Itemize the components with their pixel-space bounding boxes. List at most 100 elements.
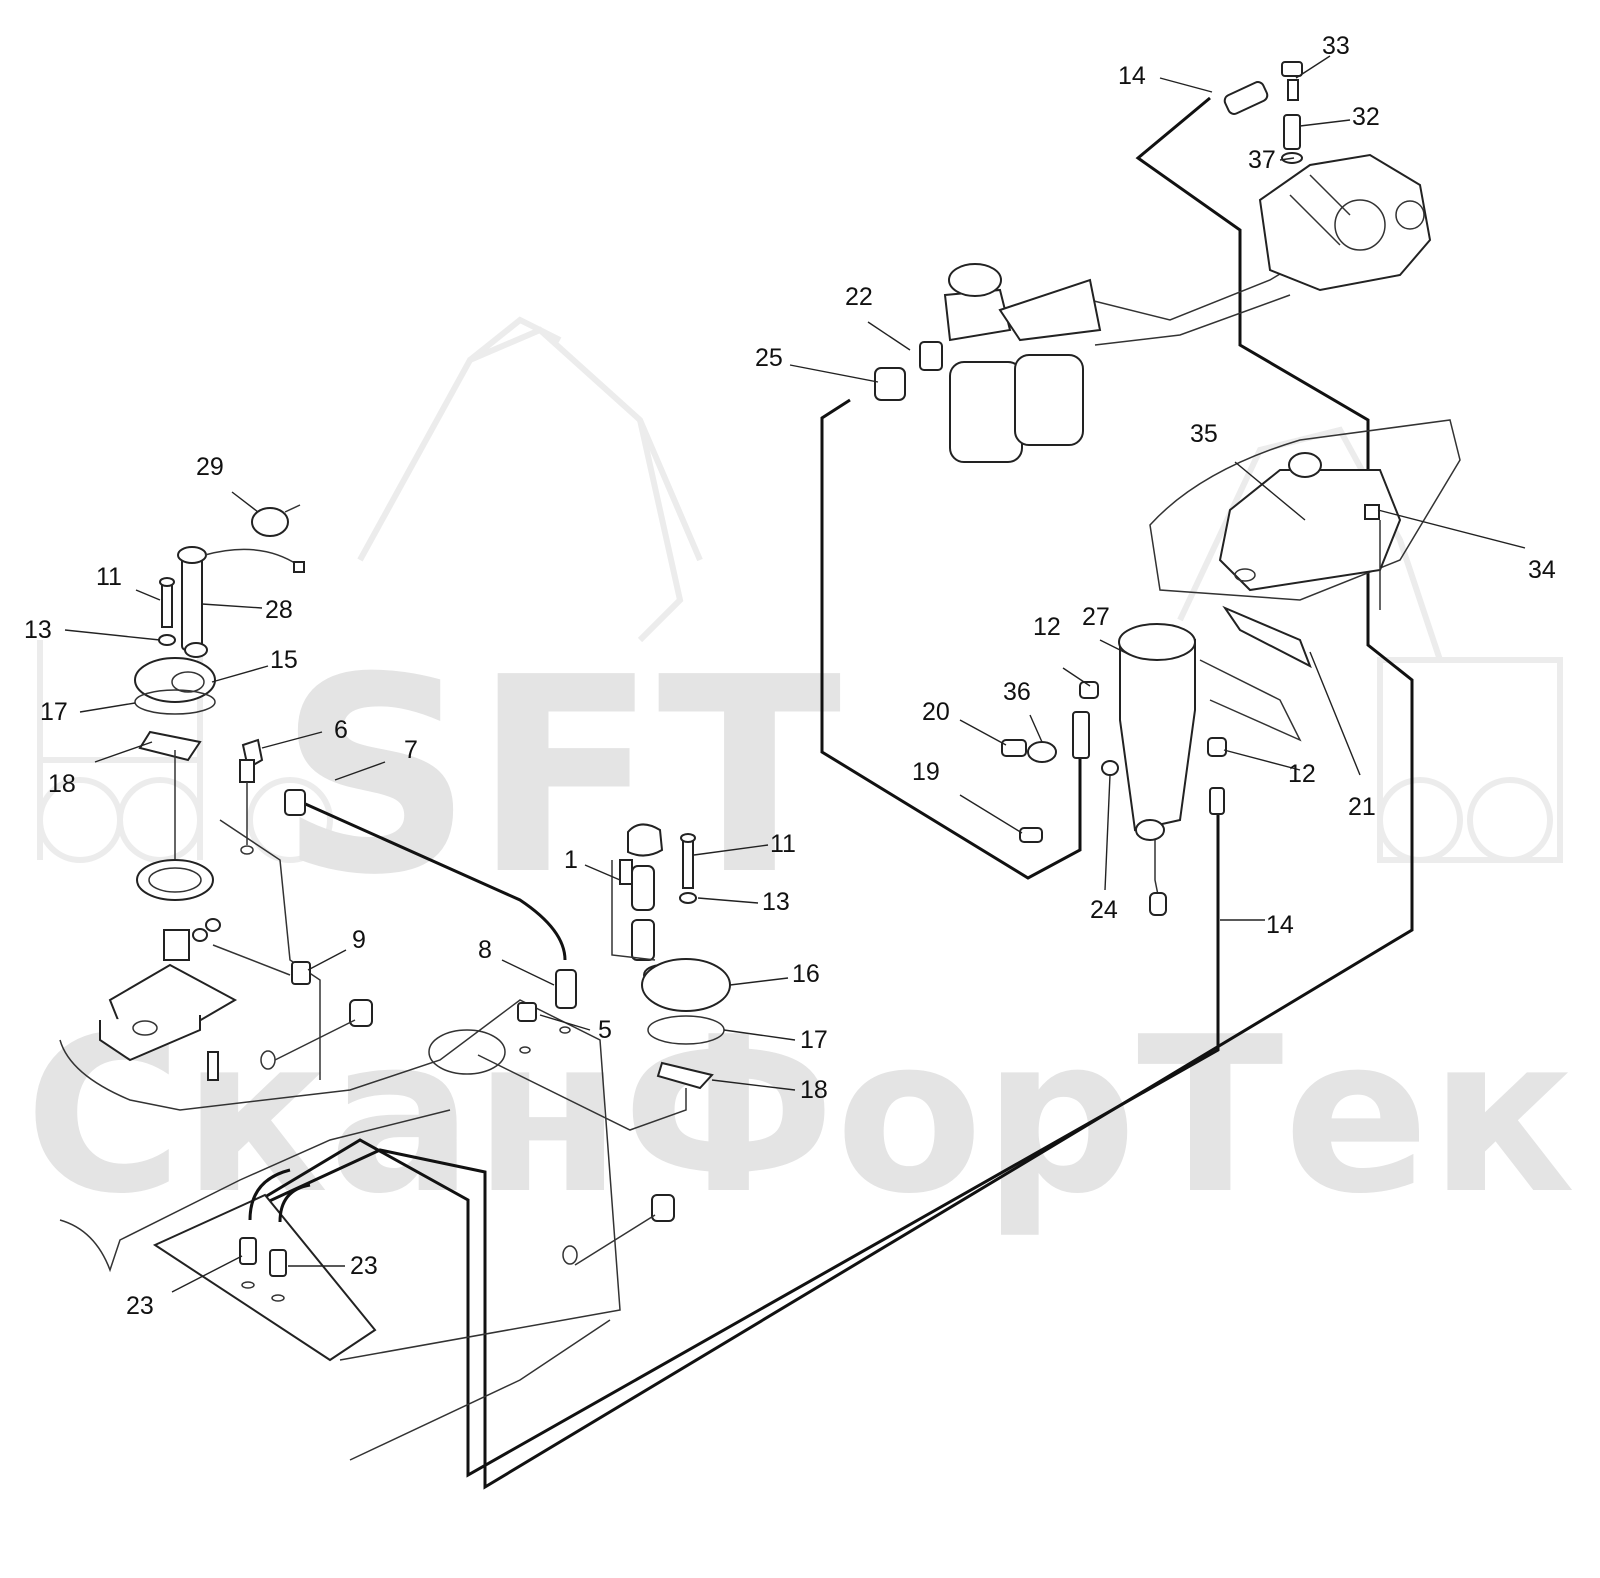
- outlet-fittings-23: [152, 1168, 377, 1362]
- separator-cap-27: [1118, 623, 1196, 661]
- callout-17-center: 17: [800, 1026, 828, 1054]
- hose-clamp-29: [251, 507, 289, 537]
- callout-32: 32: [1352, 103, 1380, 131]
- primary-fuel-filter: [874, 263, 1102, 463]
- callout-13-left: 13: [24, 616, 52, 644]
- callout-22: 22: [845, 283, 873, 311]
- hose-end-7: [284, 789, 306, 816]
- elbow-12-right: [1207, 737, 1227, 757]
- banjo-33: [1281, 61, 1303, 77]
- washer-13-center: [679, 892, 697, 904]
- callout-13-center: 13: [762, 888, 790, 916]
- callout-8: 8: [478, 936, 492, 964]
- bolt-11-left: [161, 581, 173, 628]
- adapter-8: [555, 969, 577, 1009]
- engine-bracket-area: [1149, 419, 1461, 742]
- callout-14-lower: 14: [1266, 911, 1294, 939]
- callout-33: 33: [1322, 32, 1350, 60]
- callout-20: 20: [922, 698, 950, 726]
- callout-24: 24: [1090, 896, 1118, 924]
- fuel-line-25: [820, 398, 1082, 880]
- callout-9: 9: [352, 926, 366, 954]
- filter-canister-right: [1014, 354, 1084, 446]
- callout-29: 29: [196, 453, 224, 481]
- callout-11-center: 11: [770, 830, 796, 858]
- cover-plate-16: [641, 958, 731, 1012]
- callout-23-left: 23: [126, 1292, 154, 1320]
- callout-28: 28: [265, 596, 293, 624]
- bolt-11-center: [682, 837, 694, 889]
- water-separator: [1001, 623, 1227, 916]
- hose-end-14-top: [1223, 81, 1269, 115]
- callout-17-left: 17: [40, 698, 68, 726]
- tank-filler-opening: [428, 1029, 506, 1075]
- callout-19: 19: [912, 758, 940, 786]
- callout-27: 27: [1082, 603, 1110, 631]
- callout-25: 25: [755, 344, 783, 372]
- sender-connector: [293, 561, 305, 573]
- watermark: SFT СканФорТек: [25, 316, 1576, 1241]
- callout-5: 5: [598, 1016, 612, 1044]
- fitting-23-right: [269, 1249, 287, 1277]
- fuel-sender-assembly: [134, 504, 305, 901]
- fuel-level-sender-28: [181, 554, 203, 651]
- callout-12-lower: 12: [1288, 760, 1316, 788]
- fuel-line-14-return: [249, 96, 1414, 1490]
- clip-34: [1364, 504, 1380, 520]
- callout-16: 16: [792, 960, 820, 988]
- hose-7: [291, 796, 567, 961]
- fitting-22: [919, 341, 943, 371]
- gasket-18-center: [656, 1061, 714, 1090]
- drain-plug-lower: [651, 1194, 675, 1222]
- watermark-logo: SFT: [278, 619, 843, 934]
- bracket-plate: [163, 929, 190, 961]
- injection-pump: [1223, 61, 1432, 292]
- callout-37: 37: [1248, 146, 1276, 174]
- gasket-18-left: [138, 730, 202, 762]
- callout-7: 7: [404, 736, 418, 764]
- water-separator-body: [1119, 639, 1196, 832]
- callout-18-left: 18: [48, 770, 76, 798]
- callout-6: 6: [334, 716, 348, 744]
- drain-sensor: [1149, 892, 1167, 916]
- callout-12-upper: 12: [1033, 613, 1061, 641]
- callout-1: 1: [564, 846, 578, 874]
- filter-canister-left: [949, 361, 1023, 463]
- watermark-company-name: СканФорТек: [25, 990, 1576, 1241]
- fitting-23-left: [239, 1237, 257, 1265]
- bolt-19: [1019, 827, 1043, 843]
- washer-24: [1101, 760, 1119, 776]
- fitting-5: [517, 1002, 537, 1022]
- elbow-12-left: [1079, 681, 1099, 699]
- callout-14-top: 14: [1118, 62, 1146, 90]
- filter-bleed-screw: [948, 263, 1002, 297]
- callout-labels: 14 33 32 37 22 25 35 34 12 27 36 20 19 2…: [24, 32, 1556, 1320]
- callout-35: 35: [1190, 420, 1218, 448]
- hose-end-25: [874, 367, 906, 401]
- filler-cap-1: [627, 823, 664, 857]
- filter-head: [998, 278, 1102, 342]
- callout-18-center: 18: [800, 1076, 828, 1104]
- tank-fittings: [192, 738, 675, 1266]
- callout-15: 15: [270, 646, 298, 674]
- callout-23-right: 23: [350, 1252, 378, 1280]
- fuel-tank: [59, 819, 621, 1461]
- callout-11-left: 11: [96, 563, 122, 591]
- drain-plug: [349, 999, 373, 1027]
- expansion-tank-35: [1218, 469, 1402, 592]
- o-ring-17-left: [134, 689, 216, 715]
- clamp-36: [1027, 741, 1057, 763]
- hose-end-12-left: [1072, 711, 1090, 759]
- callout-36: 36: [1003, 678, 1031, 706]
- spacer-32: [1283, 114, 1301, 150]
- filler-cap-assembly: [477, 823, 731, 1131]
- leader-lines: [64, 55, 1526, 1293]
- sleeve-20: [1001, 739, 1027, 757]
- fitting-9: [291, 961, 311, 985]
- pump-body: [1258, 153, 1432, 292]
- washer-13-left: [158, 634, 176, 646]
- bracket-21: [1222, 605, 1312, 669]
- callout-34: 34: [1528, 556, 1556, 584]
- callout-21: 21: [1348, 793, 1376, 821]
